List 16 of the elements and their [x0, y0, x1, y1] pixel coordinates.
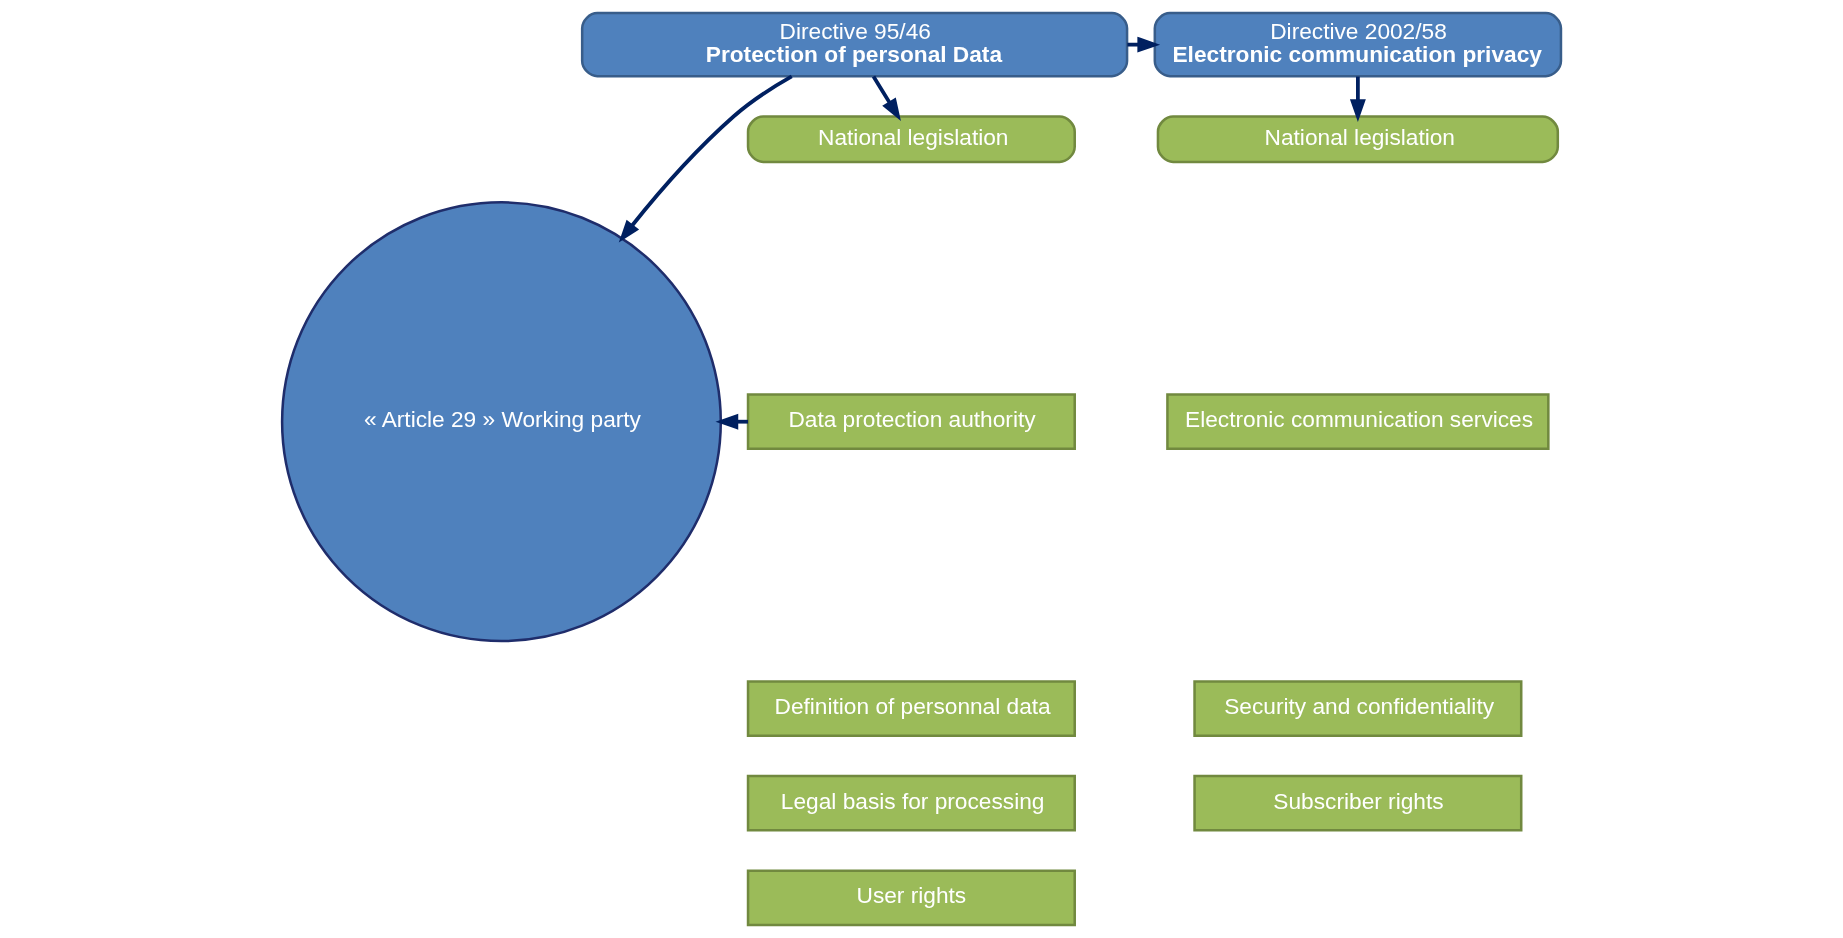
node-box: National legislation — [746, 115, 1076, 164]
node-box: National legislation — [1156, 115, 1560, 164]
node-box: Electronic communication services — [1166, 393, 1550, 451]
arrow — [618, 74, 793, 243]
node-box: Definition of personnal data — [746, 680, 1076, 737]
arrow — [1349, 76, 1366, 122]
arrow — [715, 413, 748, 430]
node-box: Legal basis for processing — [746, 774, 1076, 832]
node-box: Security and confidentiality — [1193, 680, 1523, 737]
node-box: Directive 95/46 Protection of personal Data — [580, 11, 1129, 78]
node-circle: « Article 29 » Working party — [280, 201, 723, 643]
node-box: Subscriber rights — [1193, 774, 1523, 832]
node-box: Directive 2002/58 Electronic communication privacy — [1153, 11, 1563, 78]
node-box: Data protection authority — [746, 393, 1076, 451]
arrow — [871, 75, 901, 122]
node-box: User rights — [746, 869, 1076, 927]
